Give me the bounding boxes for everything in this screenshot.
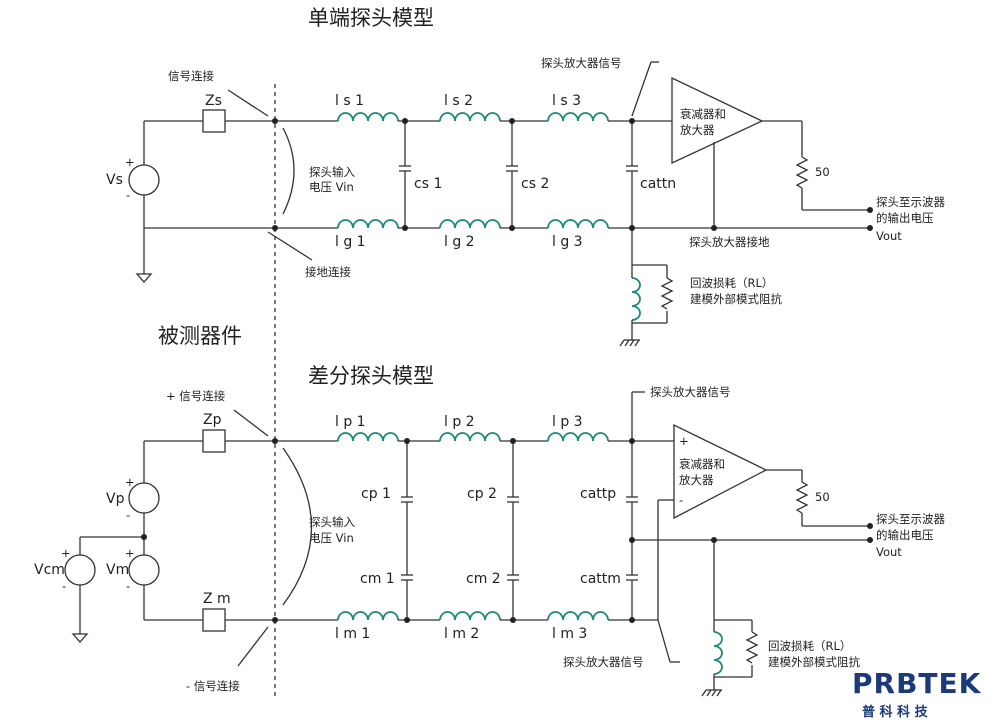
lg2-label: l g 2	[444, 234, 475, 250]
zp-label: Zp	[203, 412, 222, 428]
zm-impedance	[202, 608, 226, 632]
diff-rl-label-1: 回波损耗（RL）	[768, 639, 851, 653]
vs-source	[128, 164, 160, 196]
single-amplifier	[671, 76, 764, 165]
lm2-label: l m 2	[444, 626, 479, 642]
diff-amp-plus: +	[679, 434, 689, 448]
vs-label: Vs	[106, 172, 123, 188]
diff-amp-label-1: 衰减器和	[679, 457, 725, 471]
minus-conn-label: - 信号连接	[186, 679, 240, 693]
cm1-label: cm 1	[360, 571, 395, 587]
diff-amp-minus: -	[679, 493, 683, 507]
diff-title: 差分探头模型	[308, 364, 434, 388]
probe-input-2: 电压 Vin	[309, 180, 354, 194]
plus-conn-label: + 信号连接	[166, 389, 226, 403]
differential-circuit	[64, 391, 873, 697]
vp-plus: +	[125, 475, 135, 489]
vm-label: Vm	[106, 562, 129, 578]
diff-vout-label: Vout	[876, 545, 902, 559]
amp-signal-label: 探头放大器信号	[541, 56, 622, 70]
brand-logo: PRBTEK	[852, 667, 982, 700]
vp-minus: -	[126, 508, 130, 522]
zp-impedance	[202, 429, 226, 453]
vm-plus: +	[125, 546, 135, 560]
vp-label: Vp	[106, 491, 125, 507]
lp3-label: l p 3	[552, 414, 583, 430]
vcm-label: Vcm	[34, 562, 65, 578]
rl-label-1: 回波损耗（RL）	[690, 276, 773, 290]
signal-conn-label: 信号连接	[168, 69, 214, 83]
out-label-1: 探头至示波器	[876, 195, 945, 209]
ls1-label: l s 1	[335, 93, 364, 109]
vcm-plus: +	[61, 546, 71, 560]
single-ended-circuit	[128, 61, 873, 347]
dut-title: 被测器件	[158, 324, 242, 348]
cattp-label: cattp	[580, 486, 616, 502]
vcm-minus: -	[62, 579, 66, 593]
amp-label-2: 放大器	[680, 123, 715, 137]
out-label-2: 的输出电压	[876, 211, 934, 225]
vout-label: Vout	[876, 229, 902, 243]
diff-amplifier	[673, 423, 768, 520]
diff-rl-label-2: 建模外部模式阻抗	[768, 655, 860, 669]
probe-input-1: 探头输入	[309, 165, 355, 179]
cattn-label: cattn	[640, 176, 676, 192]
vs-minus: -	[126, 188, 130, 202]
cs1-label: cs 1	[414, 176, 442, 192]
diff-amp-signal-top: 探头放大器信号	[650, 385, 731, 399]
diff-amp-label-2: 放大器	[679, 473, 714, 487]
ground-conn-label: 接地连接	[305, 265, 351, 279]
zs-label: Zs	[205, 93, 222, 109]
ls2-label: l s 2	[444, 93, 473, 109]
lg3-label: l g 3	[552, 234, 583, 250]
lp1-label: l p 1	[335, 414, 366, 430]
lm1-label: l m 1	[335, 626, 370, 642]
brand-logo-sub: 普 科 科 技	[862, 704, 929, 720]
diff-out-label-2: 的输出电压	[876, 528, 934, 542]
amp-ground-label: 探头放大器接地	[689, 235, 770, 249]
diff-r50-label: 50	[815, 490, 830, 504]
vs-plus: +	[125, 155, 135, 169]
cp2-label: cp 2	[467, 486, 497, 502]
lp2-label: l p 2	[444, 414, 475, 430]
cattm-label: cattm	[580, 571, 621, 587]
cs2-label: cs 2	[521, 176, 549, 192]
diff-out-label-1: 探头至示波器	[876, 512, 945, 526]
amp-label-1: 衰减器和	[680, 107, 726, 121]
r50-label: 50	[815, 165, 830, 179]
zs-impedance	[202, 109, 226, 133]
ls3-label: l s 3	[552, 93, 581, 109]
lg1-label: l g 1	[335, 234, 366, 250]
diff-probe-input-2: 电压 Vin	[309, 531, 354, 545]
diff-probe-input-1: 探头输入	[309, 515, 355, 529]
vm-minus: -	[126, 579, 130, 593]
zm-label: Z m	[203, 591, 231, 607]
cp1-label: cp 1	[361, 486, 391, 502]
single-title: 单端探头模型	[308, 6, 434, 30]
lm3-label: l m 3	[552, 626, 587, 642]
diff-amp-signal-bottom: 探头放大器信号	[563, 655, 644, 669]
rl-label-2: 建模外部模式阻抗	[690, 292, 782, 306]
cm2-label: cm 2	[466, 571, 501, 587]
